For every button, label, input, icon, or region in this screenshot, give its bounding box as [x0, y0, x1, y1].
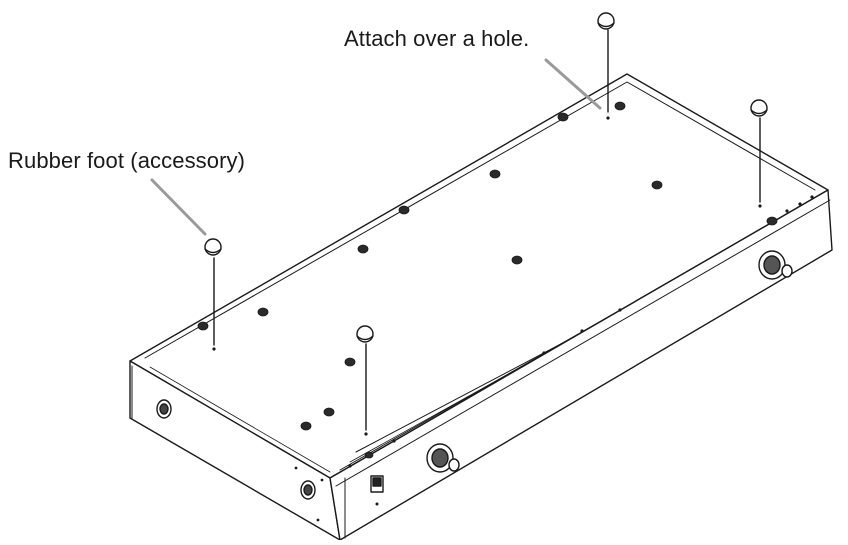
rail-hole: [798, 202, 802, 206]
screw-icon: [197, 321, 209, 331]
switch-dot: [375, 502, 379, 506]
device-front-edge: [335, 199, 831, 487]
bnc-connector-ring: [431, 448, 449, 468]
screw-icon: [651, 180, 663, 190]
bnc-connector-tip: [448, 458, 460, 472]
rail-hole: [542, 351, 546, 355]
switch-icon: [370, 475, 384, 506]
rubber-foot-base: [750, 109, 768, 115]
hole-mark: [212, 347, 216, 351]
bnc-connector-tip: [781, 264, 793, 278]
screw-icon: [557, 112, 569, 122]
screw-icon: [489, 169, 501, 179]
screw-icon: [614, 101, 626, 111]
switch-knob: [372, 477, 382, 487]
callout-rubber-foot: Rubber foot (accessory): [8, 148, 246, 173]
leader-line-hole: [544, 58, 602, 110]
hole-mark: [364, 432, 368, 436]
screw-icon: [323, 407, 335, 417]
front-connector-right: [758, 250, 793, 280]
screw-icon: [300, 421, 312, 431]
screw-icon: [364, 451, 374, 459]
rail-holes: [212, 116, 814, 522]
side-connector-core: [159, 403, 169, 415]
screw-icon: [357, 244, 369, 254]
callout-attach-hole: Attach over a hole.: [344, 26, 530, 51]
side-connector-right: [300, 480, 316, 500]
device-front-face: [329, 189, 833, 541]
screws: [197, 101, 778, 459]
side-hole: [320, 478, 324, 482]
rail-hole: [785, 209, 789, 213]
device-front-lip: [149, 366, 331, 473]
side-connector-core: [303, 484, 313, 496]
rail-hole: [348, 464, 352, 468]
screw-icon: [344, 357, 356, 367]
device-panel-rim: [144, 81, 816, 359]
rail-hole: [618, 308, 622, 312]
bnc-connector-ring: [763, 255, 781, 275]
leader-line-foot: [150, 178, 207, 236]
hole-mark: [606, 116, 610, 120]
front-connector-left: [426, 443, 460, 473]
rubber-foot-base: [597, 22, 615, 28]
side-hole: [316, 518, 320, 522]
screw-icon: [257, 307, 269, 317]
hole-mark: [758, 204, 762, 208]
rubber-foot-base: [356, 335, 374, 341]
side-hole: [294, 466, 298, 470]
rail-hole: [810, 195, 814, 199]
rubber-foot-base: [204, 248, 222, 254]
screw-icon: [511, 255, 523, 265]
rail-hole: [392, 439, 396, 443]
rubber-foot-group: [204, 12, 768, 431]
rail-hole: [580, 329, 584, 333]
screw-icon: [766, 216, 778, 226]
side-connector-left: [156, 399, 172, 419]
screw-icon: [398, 205, 410, 215]
